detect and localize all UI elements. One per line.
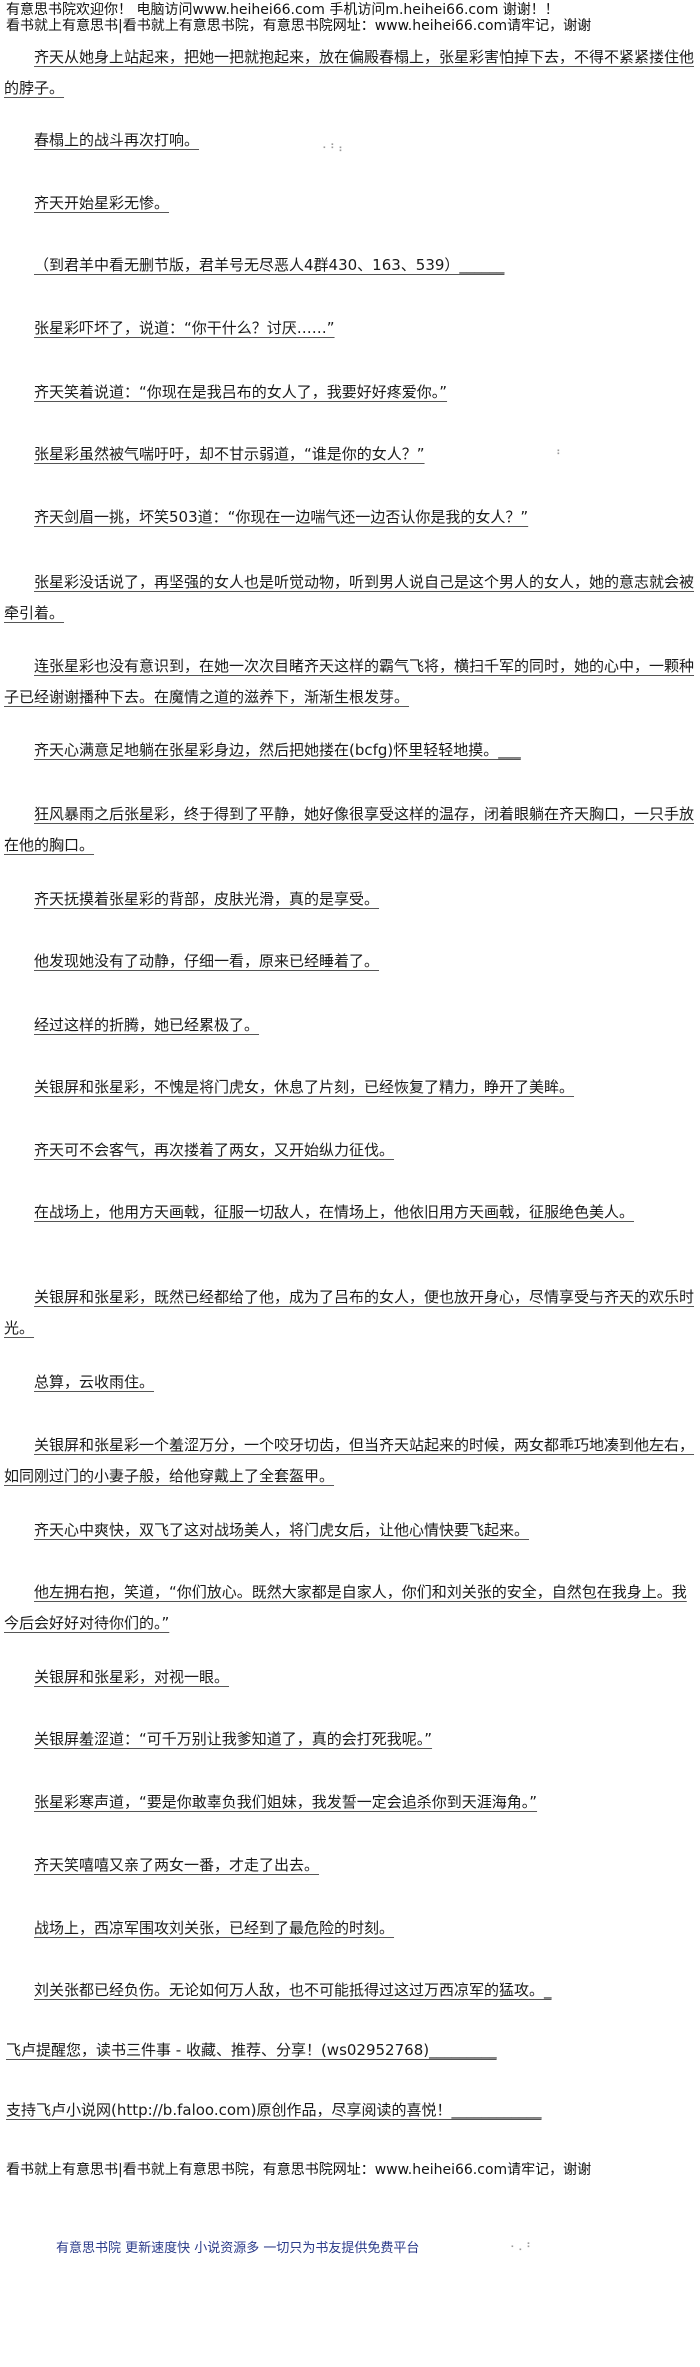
paragraph: 张星彩没话说了，再坚强的女人也是听觉动物，听到男人说自己是这个男人的女人，她的意… [4, 573, 695, 622]
paragraph: 经过这样的折腾，她已经累极了。 [34, 1016, 260, 1034]
paragraph: 关银屏和张星彩，既然已经都给了他，成为了吕布的女人，便也放开身心，尽情享受与齐天… [4, 1288, 695, 1337]
site-slogan: 有意思书院 更新速度快 小说资源多 一切只为书友提供免费平台 [56, 2241, 420, 2256]
paragraph: 张星彩吓坏了，说道：“你干什么？讨厌……” [34, 319, 335, 337]
faloo-support-link: 支持飞卢小说网(http://b.faloo.com)原创作品，尽享阅读的喜悦！… [6, 2101, 542, 2119]
paragraph: 他发现她没有了动静，仔细一看，原来已经睡着了。 [34, 952, 380, 970]
paragraph: 总算，云收雨住。 [34, 1373, 155, 1391]
paragraph: 连张星彩也没有意识到，在她一次次目睹齐天这样的霸气飞将，横扫千军的同时，她的心中… [4, 657, 695, 706]
paragraph: 关银屏和张星彩，对视一眼。 [34, 1668, 230, 1686]
scan-smudge: ⠂⠃⠆ [322, 142, 347, 155]
paragraph: 齐天笑嘻嘻又亲了两女一番，才走了出去。 [34, 1856, 320, 1874]
paragraph: 战场上，西凉军围攻刘关张，已经到了最危险的时刻。 [34, 1919, 395, 1937]
scan-smudge: ⠆ [556, 445, 565, 458]
paragraph: 春榻上的战斗再次打响。 [34, 131, 200, 149]
paragraph: 在战场上，他用方天画戟，征服一切敌人，在情场上，他依旧用方天画戟，征服绝色美人。 [34, 1203, 635, 1221]
site-nav-banner: 看书就上有意思书|看书就上有意思书院，有意思书院网址：www.heihei66.… [6, 18, 592, 34]
paragraph: 齐天心满意足地躺在张星彩身边，然后把她搂在(bcfg)怀里轻轻地摸。___ [34, 741, 521, 759]
paragraph: 齐天可不会客气，再次搂着了两女，又开始纵力征伐。 [34, 1141, 395, 1159]
paragraph: 关银屏羞涩道：“可千万别让我爹知道了，真的会打死我呢。” [34, 1730, 433, 1748]
paragraph: 他左拥右抱，笑道，“你们放心。既然大家都是自家人，你们和刘关张的安全，自然包在我… [4, 1583, 687, 1632]
paragraph: 齐天从她身上站起来，把她一把就抱起来，放在偏殿春榻上，张星彩害怕掉下去，不得不紧… [4, 48, 695, 97]
faloo-reminder: 飞卢提醒您，读书三件事 - 收藏、推荐、分享！(ws02952768)_____… [6, 2041, 497, 2059]
paragraph: 关银屏和张星彩，不愧是将门虎女，休息了片刻，已经恢复了精力，睁开了美眸。 [34, 1078, 575, 1096]
paragraph: 张星彩虽然被气喘吁吁，却不甘示弱道，“谁是你的女人？” [34, 445, 425, 463]
paragraph: （到君羊中看无删节版，君羊号无尽恶人4群430、163、539）______ [34, 256, 505, 274]
paragraph: 齐天开始星彩无惨。 [34, 194, 170, 212]
site-nav-banner-footer: 看书就上有意思书|看书就上有意思书院，有意思书院网址：www.heihei66.… [6, 2162, 592, 2178]
paragraph: 关银屏和张星彩一个羞涩万分，一个咬牙切齿，但当齐天站起来的时候，两女都乖巧地凑到… [4, 1436, 695, 1485]
scan-smudge: ⠂⠄⠃ [510, 2241, 535, 2254]
paragraph: 狂风暴雨之后张星彩，终于得到了平静，她好像很享受这样的温存，闭着眼躺在齐天胸口，… [4, 805, 695, 854]
paragraph: 齐天心中爽快，双飞了这对战场美人，将门虎女后，让他心情快要飞起来。 [34, 1521, 530, 1539]
paragraph: 齐天剑眉一挑，坏笑503道：“你现在一边喘气还一边否认你是我的女人？” [34, 508, 529, 526]
paragraph: 齐天笑着说道：“你现在是我吕布的女人了，我要好好疼爱你。” [34, 383, 448, 401]
site-welcome-banner: 有意思书院欢迎你！ 电脑访问www.heihei66.com 手机访问m.hei… [6, 2, 559, 18]
paragraph: 刘关张都已经负伤。无论如何万人敌，也不可能抵得过这过万西凉军的猛攻。_ [34, 1981, 552, 1999]
paragraph: 齐天抚摸着张星彩的背部，皮肤光滑，真的是享受。 [34, 890, 380, 908]
paragraph: 张星彩寒声道，“要是你敢辜负我们姐妹，我发誓一定会追杀你到天涯海角。” [34, 1793, 538, 1811]
